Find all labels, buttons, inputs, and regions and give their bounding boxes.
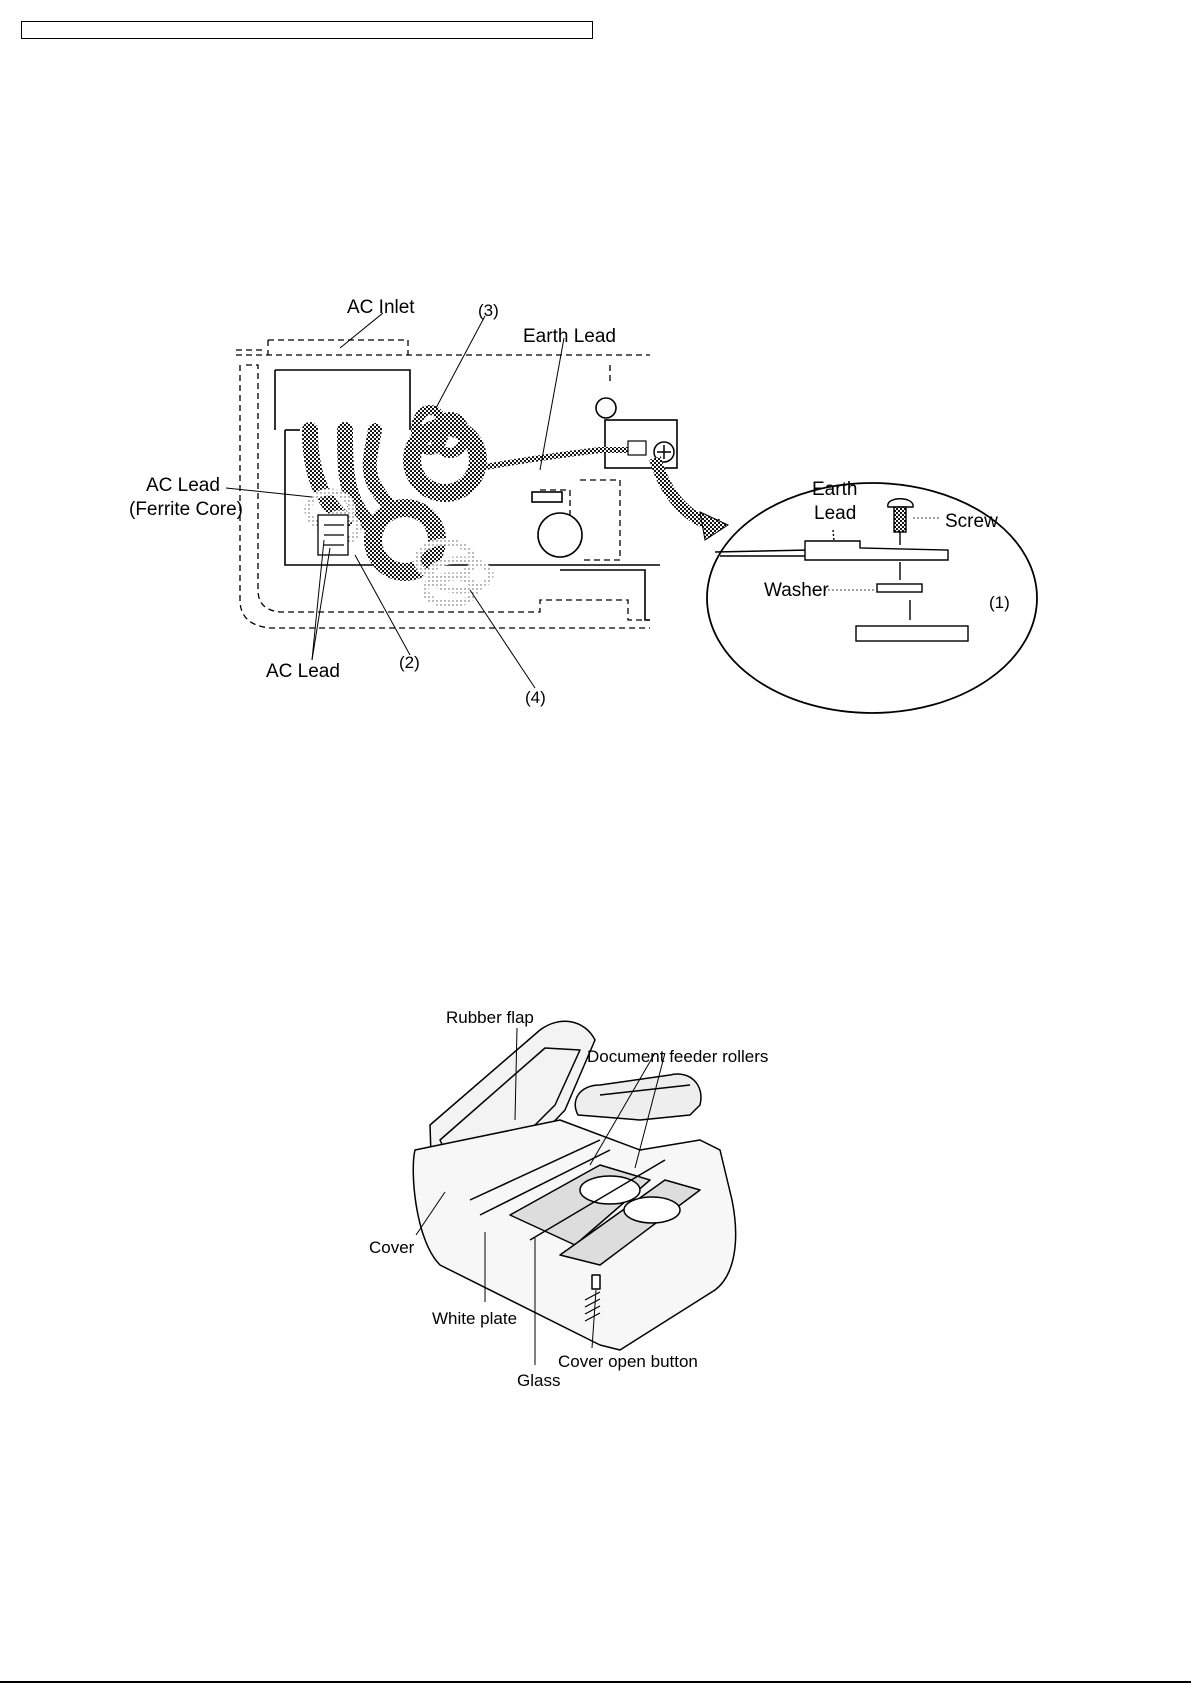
ac-lead-bottom-label: AC Lead (266, 662, 340, 681)
callout-3-label: (3) (478, 302, 499, 319)
ac-lead-ferrite-label-line2: (Ferrite Core) (129, 500, 243, 519)
callout-1-label: (1) (989, 594, 1010, 611)
cover-open-button-label: Cover open button (558, 1353, 698, 1370)
earth-lead-label: Earth Lead (523, 327, 616, 346)
glass-label: Glass (517, 1372, 560, 1389)
screw-label: Screw (945, 512, 998, 531)
ac-inlet-label: AC Inlet (347, 298, 415, 317)
handset (575, 1074, 701, 1120)
cover-label: Cover (369, 1239, 414, 1256)
cover-open-button (592, 1275, 600, 1289)
callout-2-label: (2) (399, 654, 420, 671)
earth-lead-wire (470, 450, 645, 470)
white-plate-label: White plate (432, 1310, 517, 1327)
callout-4-label: (4) (525, 689, 546, 706)
earth-lead-detail-label-line1: Earth (812, 480, 857, 499)
bottom-rule (0, 1681, 1191, 1683)
header-box (21, 21, 593, 39)
document-feeder-rollers-label: Document feeder rollers (587, 1048, 768, 1065)
rubber-flap-label: Rubber flap (446, 1009, 534, 1026)
ferrite-core (318, 515, 348, 555)
washer-label: Washer (764, 581, 829, 600)
earth-lead-detail-label-line2: Lead (814, 504, 856, 523)
ac-lead-ferrite-label-line1: AC Lead (146, 476, 220, 495)
